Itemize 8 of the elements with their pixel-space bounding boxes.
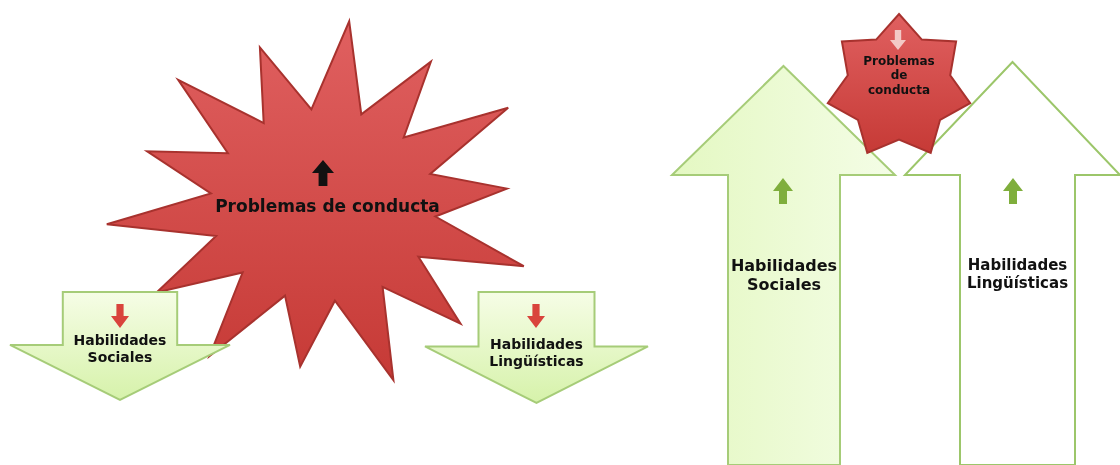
down-arrow-shape — [10, 292, 230, 400]
shape-label: Problemas de conducta — [214, 196, 441, 217]
shape-label: Habilidades Sociales — [729, 256, 839, 295]
shape-label: Habilidades Sociales — [72, 332, 168, 366]
down-arrow-shape — [425, 292, 648, 403]
shape-label: Habilidades Lingüísticas — [965, 256, 1070, 292]
shape-label: Habilidades Lingüísticas — [488, 336, 585, 370]
shape-label: Problemas de conducta — [862, 54, 936, 98]
